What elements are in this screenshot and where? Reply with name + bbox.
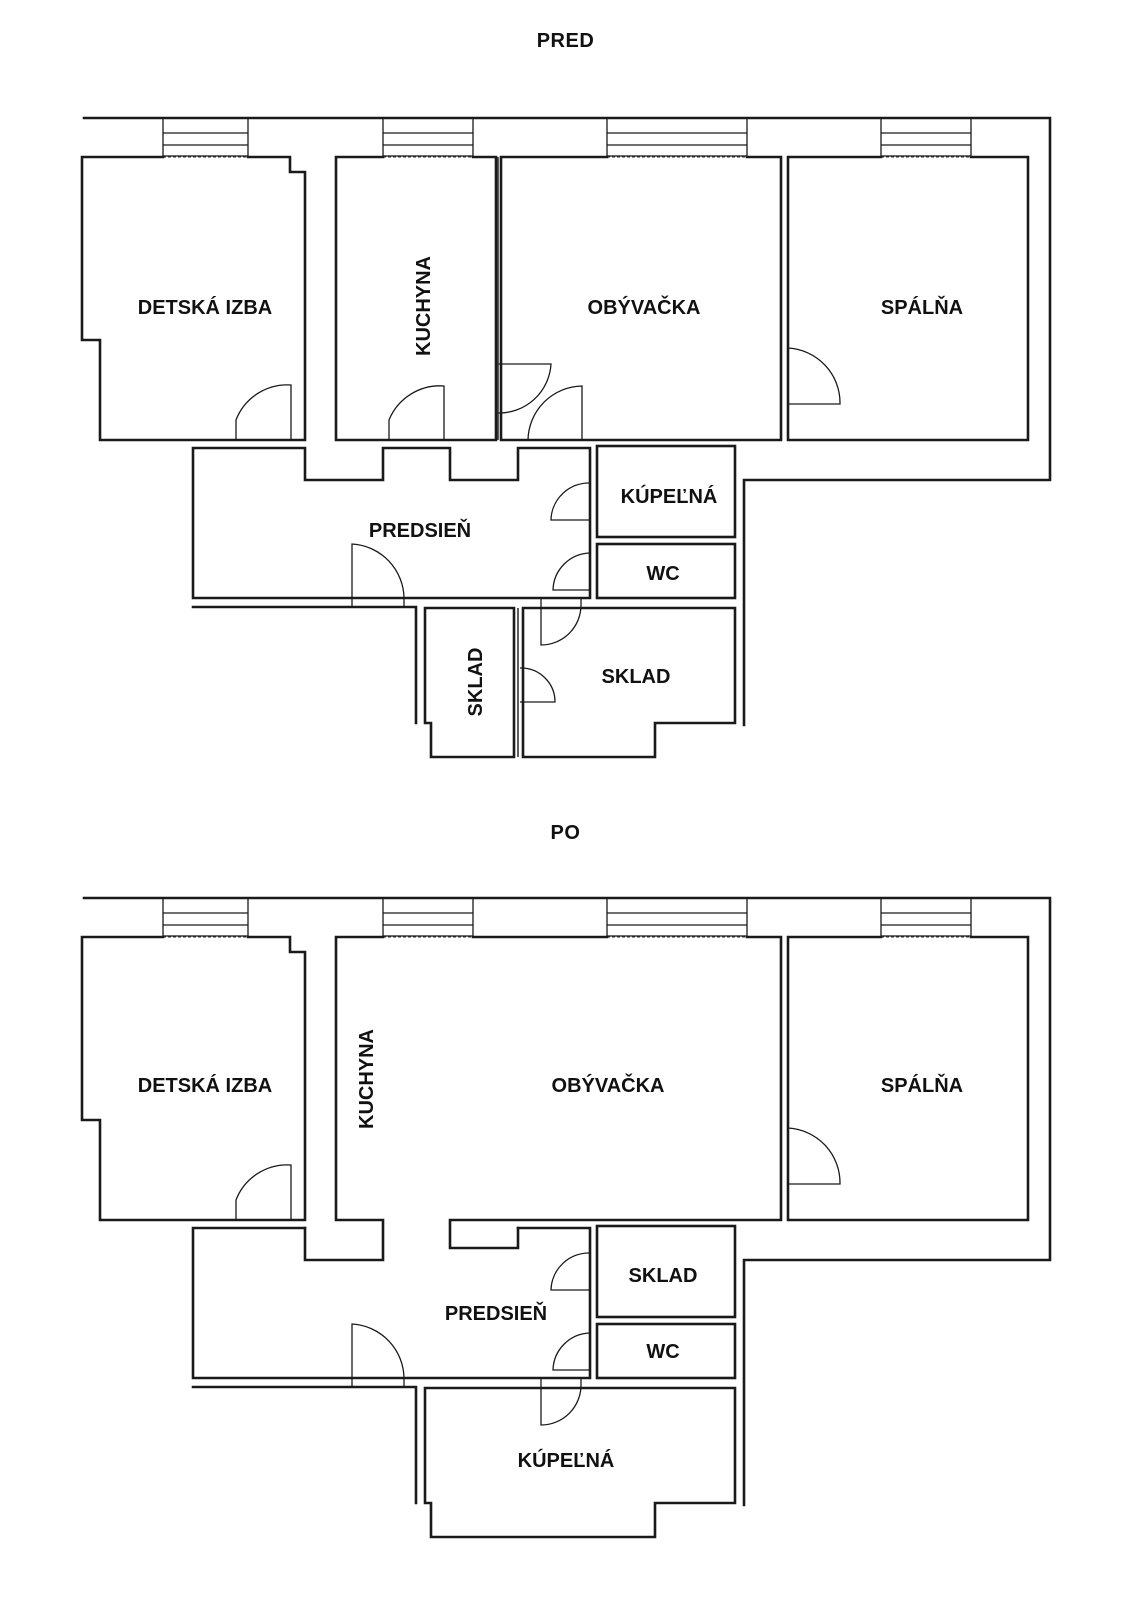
label-spalna: SPÁLŇA	[881, 1073, 963, 1097]
plan-title-before: PRED	[536, 30, 595, 52]
floor-plan-after: DETSKÁ IZBA KUCHYNA OBÝVAČKA SPÁLŇA PRED…	[80, 896, 1052, 1539]
room-detska-izba: DETSKÁ IZBA	[80, 155, 307, 442]
label-wc: WC	[646, 1341, 679, 1363]
label-obyvacka: OBÝVAČKA	[588, 295, 701, 319]
outer-wall	[82, 116, 1052, 727]
label-sklad-right: SKLAD	[602, 666, 671, 688]
outer-wall	[82, 896, 1052, 1507]
room-obyvacka: OBÝVAČKA	[497, 155, 783, 442]
room-wc: WC	[595, 542, 737, 600]
room-predsien: PREDSIEŇ	[191, 1226, 592, 1505]
room-sklad-right: SKLAD	[517, 598, 737, 759]
label-detska-izba: DETSKÁ IZBA	[138, 1074, 272, 1097]
label-sklad: SKLAD	[629, 1265, 698, 1287]
label-wc: WC	[646, 563, 679, 585]
label-kupelna: KÚPEĽNÁ	[518, 1448, 615, 1472]
room-predsien: PREDSIEŇ	[191, 446, 592, 725]
label-kuchyna: KUCHYNA	[356, 1029, 378, 1129]
windows	[162, 897, 972, 938]
room-spalna: SPÁLŇA	[786, 155, 1030, 442]
label-predsien: PREDSIEŇ	[445, 1301, 547, 1325]
room-sklad: SKLAD	[595, 1224, 737, 1319]
plan-title-after: PO	[550, 822, 581, 844]
room-kuchyna: KUCHYNA	[334, 155, 498, 442]
room-spalna: SPÁLŇA	[786, 935, 1030, 1222]
floor-plan-before: DETSKÁ IZBA KUCHYNA OBÝVAČKA SPÁLŇA PRED…	[80, 116, 1052, 759]
label-sklad-left: SKLAD	[465, 648, 487, 717]
label-detska-izba: DETSKÁ IZBA	[138, 296, 272, 319]
room-kuchyna-obyvacka: KUCHYNA OBÝVAČKA	[303, 935, 783, 1262]
room-kupelna: KÚPEĽNÁ	[423, 1378, 737, 1539]
label-kuchyna: KUCHYNA	[413, 256, 435, 356]
windows	[162, 117, 972, 158]
room-kupelna: KÚPEĽNÁ	[595, 444, 737, 539]
label-kupelna: KÚPEĽNÁ	[621, 484, 718, 508]
room-sklad-left: SKLAD	[423, 606, 516, 759]
label-spalna: SPÁLŇA	[881, 295, 963, 319]
room-wc: WC	[595, 1322, 737, 1380]
label-obyvacka: OBÝVAČKA	[552, 1073, 665, 1097]
room-detska-izba: DETSKÁ IZBA	[80, 935, 307, 1222]
label-predsien: PREDSIEŇ	[369, 518, 471, 542]
